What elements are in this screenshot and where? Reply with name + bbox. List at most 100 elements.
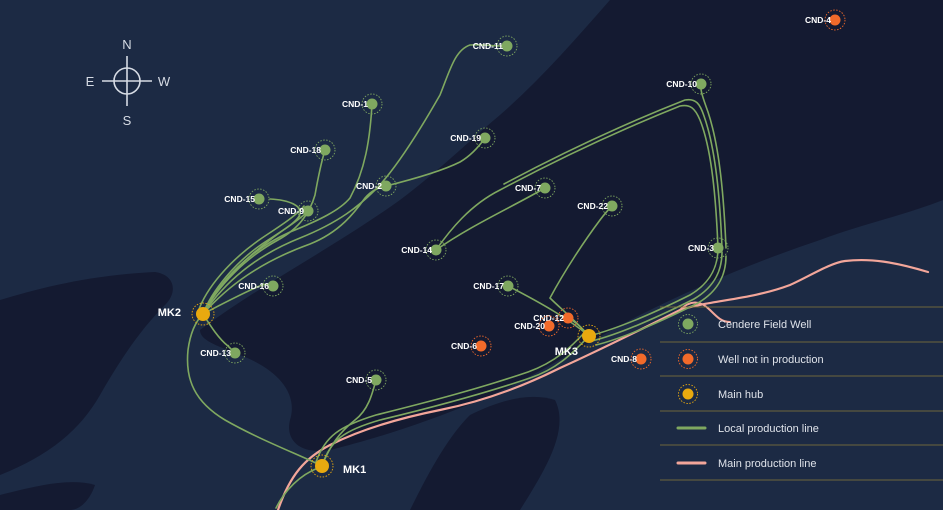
well-label: CND-1: [342, 99, 368, 109]
main-production-line: [276, 258, 930, 510]
well-halo: [707, 237, 729, 259]
line-mk1-mk2: [186, 313, 323, 467]
well-cnd-18[interactable]: CND-18: [290, 139, 336, 161]
line-cnd2-cnd19: [385, 137, 486, 187]
hub-halo: [577, 324, 601, 348]
well-marker: [695, 78, 707, 90]
well-cnd-20[interactable]: CND-20: [514, 315, 560, 337]
hub-label: MK1: [343, 464, 366, 476]
well-marker: [229, 347, 241, 359]
legend-label-main-line: Main production line: [718, 458, 816, 470]
line-mk2-cnd18: [202, 149, 326, 315]
well-marker: [267, 280, 279, 292]
well-cnd-3[interactable]: CND-3: [688, 237, 729, 259]
line-mk1-mk3-a: [321, 335, 590, 467]
hub-marker: [196, 307, 210, 321]
well-halo: [224, 342, 246, 364]
well-label: CND-22: [577, 201, 608, 211]
well-label: CND-12: [533, 313, 564, 323]
landmass-southwest: [0, 482, 95, 510]
well-label: CND-16: [238, 281, 269, 291]
well-cnd-7[interactable]: CND-7: [515, 177, 556, 199]
well-marker: [370, 374, 382, 386]
well-cnd-22[interactable]: CND-22: [577, 195, 623, 217]
hub-halo: [191, 302, 215, 326]
well-halo: [361, 93, 383, 115]
local-production-lines: [186, 43, 727, 509]
line-mk1-mk3-b: [315, 331, 586, 463]
well-label: CND-4: [805, 15, 831, 25]
well-marker: [502, 280, 514, 292]
well-cnd-19[interactable]: CND-19: [450, 127, 496, 149]
well-label: CND-10: [666, 79, 697, 89]
well-marker: [829, 14, 841, 26]
well-halo: [470, 335, 492, 357]
line-cnd7-cnd14: [435, 187, 546, 251]
line-mk2-cnd15: [202, 198, 301, 315]
hub-mk3[interactable]: MK3: [555, 324, 601, 358]
well-halo: [534, 177, 556, 199]
well-marker: [606, 200, 618, 212]
well-halo: [824, 9, 846, 31]
well-label: CND-7: [515, 183, 541, 193]
line-mk3-cnd3-b: [591, 251, 723, 342]
landmass-west: [0, 272, 173, 475]
landmass-south: [410, 396, 560, 510]
hub-mk2[interactable]: MK2: [158, 302, 215, 326]
line-mk3-cnd3-c: [595, 255, 727, 346]
well-cnd-8[interactable]: CND-8: [611, 348, 652, 370]
well-cnd-17[interactable]: CND-17: [473, 275, 519, 297]
well-halo: [557, 307, 579, 329]
well-cnd-2[interactable]: CND-2: [356, 175, 397, 197]
well-halo: [365, 369, 387, 391]
well-cnd-16[interactable]: CND-16: [238, 275, 284, 297]
well-cnd-9[interactable]: CND-9: [278, 200, 319, 222]
hub-mk1[interactable]: MK1: [310, 454, 366, 478]
well-cnd-6[interactable]: CND-6: [451, 335, 492, 357]
line-mk1-cnd5: [321, 379, 377, 467]
well-cnd-5[interactable]: CND-5: [346, 369, 387, 391]
well-label: CND-20: [514, 321, 545, 331]
well-marker: [635, 353, 647, 365]
well-cnd-4[interactable]: CND-4: [805, 9, 846, 31]
well-cnd-10[interactable]: CND-10: [666, 73, 712, 95]
well-cnd-15[interactable]: CND-15: [224, 188, 270, 210]
well-cnd-12[interactable]: CND-12: [533, 307, 579, 329]
main-hub-icon: [678, 384, 698, 404]
well-marker: [319, 144, 331, 156]
line-mk2-cnd11: [202, 43, 508, 315]
line-mk2-cnd9-b: [197, 205, 305, 313]
well-cnd-1[interactable]: CND-1: [342, 93, 383, 115]
well-halo: [297, 200, 319, 222]
compass-cross-icon: [102, 56, 152, 106]
compass-east: E: [86, 74, 95, 89]
legend-label-local-line: Local production line: [718, 423, 819, 435]
well-halo: [538, 315, 560, 337]
well-halo: [497, 275, 519, 297]
well-marker: [380, 180, 392, 192]
compass-west: W: [158, 74, 171, 89]
well-label: CND-15: [224, 194, 255, 204]
main-production-line-branch: [679, 301, 731, 323]
well-label: CND-18: [290, 145, 321, 155]
well-label: CND-8: [611, 354, 637, 364]
hub-halo: [310, 454, 334, 478]
well-cnd-11[interactable]: CND-11: [473, 35, 518, 57]
legend-label-inactive-well: Well not in production: [718, 354, 824, 366]
well-cnd-13[interactable]: CND-13: [200, 342, 246, 364]
well-halo: [248, 188, 270, 210]
well-halo: [314, 139, 336, 161]
well-cnd-14[interactable]: CND-14: [401, 239, 447, 261]
well-halo: [690, 73, 712, 95]
well-label: CND-5: [346, 375, 372, 385]
legend-label-field-well: Cendere Field Well: [718, 319, 811, 331]
well-marker: [712, 242, 724, 254]
well-marker: [539, 182, 551, 194]
well-halo: [474, 127, 496, 149]
hub-marker: [582, 329, 596, 343]
hub-label: MK2: [158, 307, 181, 319]
line-cnd3-cnd10-a: [435, 104, 719, 251]
well-halo: [375, 175, 397, 197]
